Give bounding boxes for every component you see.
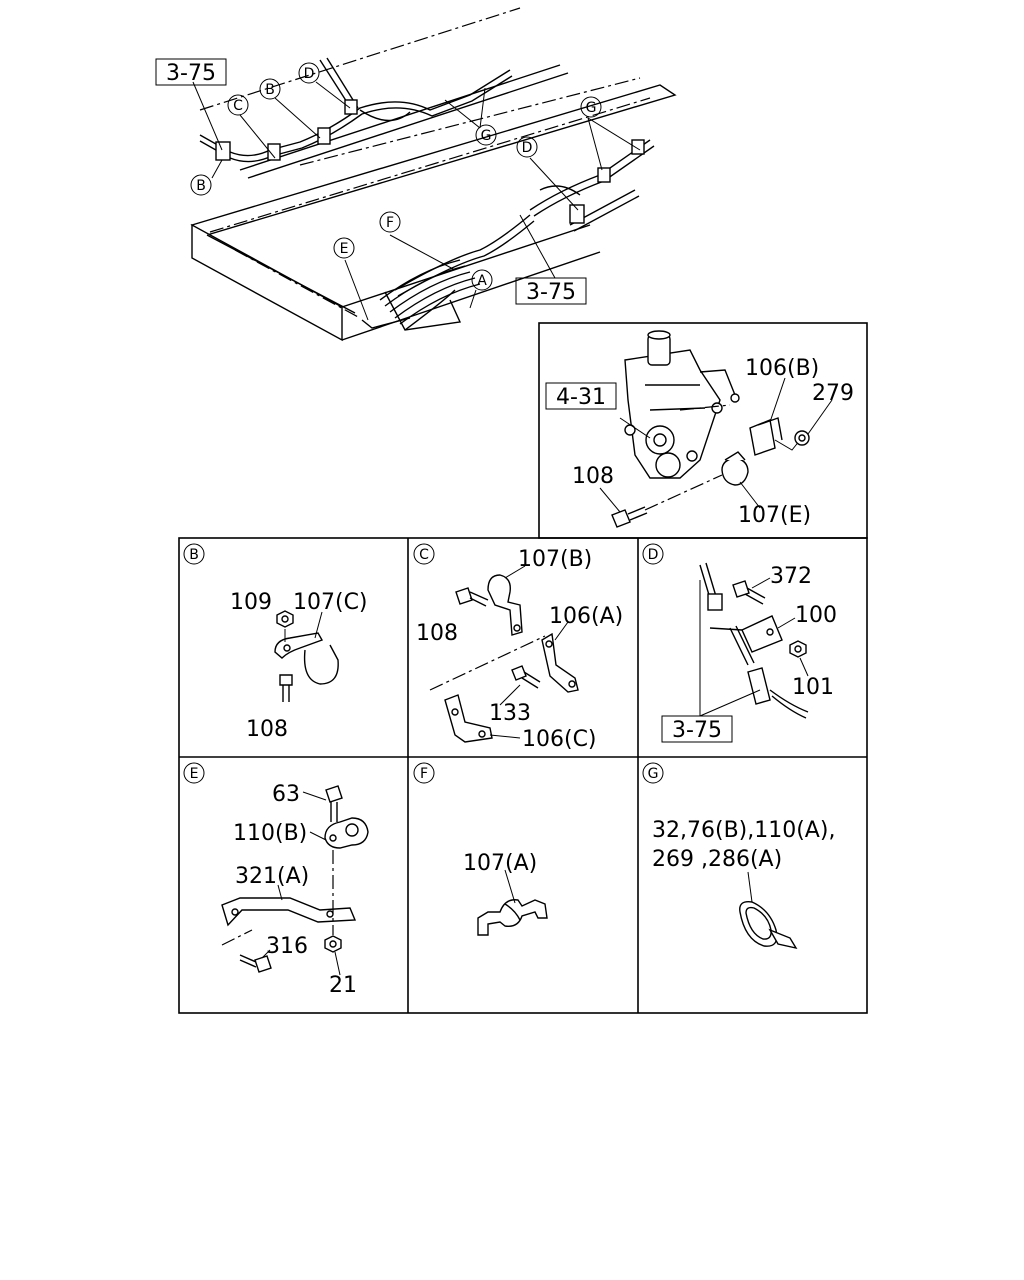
svg-text:106(A): 106(A)	[549, 604, 623, 629]
svg-text:D: D	[522, 140, 533, 156]
label-108-pump: 108	[572, 464, 614, 489]
clamp-110b	[324, 817, 369, 849]
svg-text:G: G	[481, 128, 492, 144]
svg-text:63: 63	[272, 782, 300, 807]
svg-text:G: G	[648, 766, 659, 782]
nut-279	[794, 430, 810, 446]
bracket-106a	[541, 632, 579, 693]
panel-G: G 32,76(B),110(A), 269 ,286(A)	[642, 762, 835, 950]
svg-text:E: E	[340, 241, 349, 257]
svg-text:109: 109	[230, 590, 272, 615]
svg-text:101: 101	[792, 675, 834, 700]
svg-text:133: 133	[489, 701, 531, 726]
label-106b: 106(B)	[745, 356, 819, 381]
svg-text:100: 100	[795, 603, 837, 628]
clamp-107c	[274, 632, 339, 685]
label-279: 279	[812, 381, 854, 406]
clamp-107b	[487, 574, 523, 636]
callout-D-right: D	[516, 136, 538, 158]
svg-text:372: 372	[770, 564, 812, 589]
svg-text:3-75: 3-75	[526, 280, 576, 305]
svg-text:32,76(B),110(A),: 32,76(B),110(A),	[652, 818, 835, 843]
svg-text:F: F	[420, 766, 428, 782]
svg-text:B: B	[189, 547, 199, 563]
ref-box-3-75-mid: 3-75	[515, 277, 587, 305]
svg-text:269 ,286(A): 269 ,286(A)	[652, 847, 782, 872]
svg-text:E: E	[190, 766, 199, 782]
bolt-133	[511, 665, 541, 689]
sensor-pipe	[699, 562, 809, 719]
svg-text:107(C): 107(C)	[293, 590, 368, 615]
pump-bracket-106b	[749, 417, 801, 456]
callout-B-left: B	[190, 174, 212, 196]
bolt-108-pump	[611, 474, 723, 528]
bracket-106c	[444, 694, 493, 743]
svg-text:C: C	[233, 98, 243, 114]
ref-box-4-31: 4-31	[545, 382, 617, 410]
svg-text:21: 21	[329, 973, 357, 998]
callout-E: E	[333, 237, 355, 259]
detail-grid	[178, 537, 868, 1014]
svg-text:4-31: 4-31	[556, 385, 606, 410]
svg-text:A: A	[477, 273, 487, 289]
svg-text:F: F	[386, 215, 394, 231]
ref-box-3-75-top: 3-75	[155, 58, 227, 86]
clip-107e	[721, 451, 749, 486]
svg-text:D: D	[648, 547, 659, 563]
svg-text:G: G	[586, 100, 597, 116]
callout-G-right: G	[580, 96, 602, 118]
svg-text:B: B	[265, 82, 275, 98]
bolt-108-c	[455, 587, 489, 607]
callout-A: A	[471, 269, 493, 291]
svg-text:C: C	[419, 547, 429, 563]
svg-text:3-75: 3-75	[166, 61, 216, 86]
bolt-63	[325, 785, 343, 822]
svg-text:316: 316	[266, 934, 308, 959]
nut-21	[324, 935, 342, 953]
svg-text:107(A): 107(A)	[463, 851, 537, 876]
svg-text:D: D	[304, 66, 315, 82]
svg-text:107(B): 107(B)	[518, 547, 592, 572]
frame-overview	[190, 7, 677, 342]
panel-D: D 3-75 372 100 101	[642, 543, 837, 743]
callout-F: F	[379, 211, 401, 233]
overview-leaders	[192, 81, 641, 321]
panel-B: B 109 107(C) 108	[183, 543, 368, 742]
svg-text:108: 108	[246, 717, 288, 742]
svg-text:321(A): 321(A)	[235, 864, 309, 889]
panel-C: C 107(B) 108 106(A) 133	[413, 543, 623, 752]
callout-B-top: B	[259, 78, 281, 100]
panel-F: F 107(A)	[413, 762, 548, 936]
bolt-108-b	[279, 674, 293, 702]
bolt-372	[732, 580, 766, 605]
clamp-107a	[477, 899, 548, 936]
cable-tie	[739, 901, 798, 950]
svg-text:B: B	[196, 178, 206, 194]
callout-D-top: D	[298, 62, 320, 84]
label-107e: 107(E)	[738, 503, 811, 528]
panel-E: E 63 110(B) 321(A)	[183, 762, 369, 998]
callout-G-top: G	[475, 124, 497, 146]
nut-109	[276, 610, 294, 628]
injection-pump	[624, 330, 740, 479]
svg-text:108: 108	[416, 621, 458, 646]
bracket-100	[709, 615, 783, 653]
svg-text:3-75: 3-75	[672, 718, 722, 743]
nut-101	[789, 640, 807, 658]
bracket-321a	[221, 897, 357, 927]
svg-text:106(C): 106(C)	[522, 727, 597, 752]
svg-text:110(B): 110(B)	[233, 821, 307, 846]
callout-C-top: C	[227, 94, 249, 116]
